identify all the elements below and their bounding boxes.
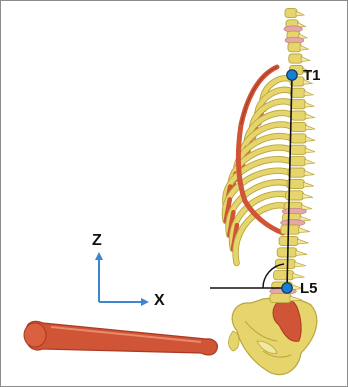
vertebra — [291, 122, 315, 131]
vertebra — [281, 214, 311, 226]
spine — [270, 8, 315, 302]
vertebra — [290, 134, 315, 143]
vertebra — [291, 111, 315, 120]
vertebra — [291, 100, 314, 109]
t1-marker-icon — [287, 70, 297, 80]
vertebra — [289, 54, 310, 63]
x-axis-label: X — [154, 293, 165, 309]
vertebra — [287, 179, 314, 188]
vertebra — [288, 43, 309, 52]
vertebra — [277, 248, 307, 257]
femur-bone — [24, 321, 217, 354]
vertebra — [282, 202, 312, 214]
axis-indicator — [99, 254, 147, 302]
vertebra — [290, 145, 315, 154]
vertebra — [284, 20, 306, 32]
l5-label: L5 — [300, 281, 318, 296]
vertebra — [288, 168, 314, 177]
vertebra — [285, 8, 304, 17]
l5-marker-icon — [282, 283, 292, 293]
vertebra — [274, 271, 305, 280]
vertebra — [291, 88, 314, 97]
vertebra — [279, 236, 308, 245]
t1-label: T1 — [303, 68, 321, 83]
vertebra — [285, 31, 307, 43]
vertebra — [289, 157, 315, 166]
vertebra — [275, 259, 305, 268]
pelvis-bone — [229, 298, 317, 375]
z-axis-label: Z — [92, 233, 102, 249]
vertebra — [281, 225, 310, 234]
